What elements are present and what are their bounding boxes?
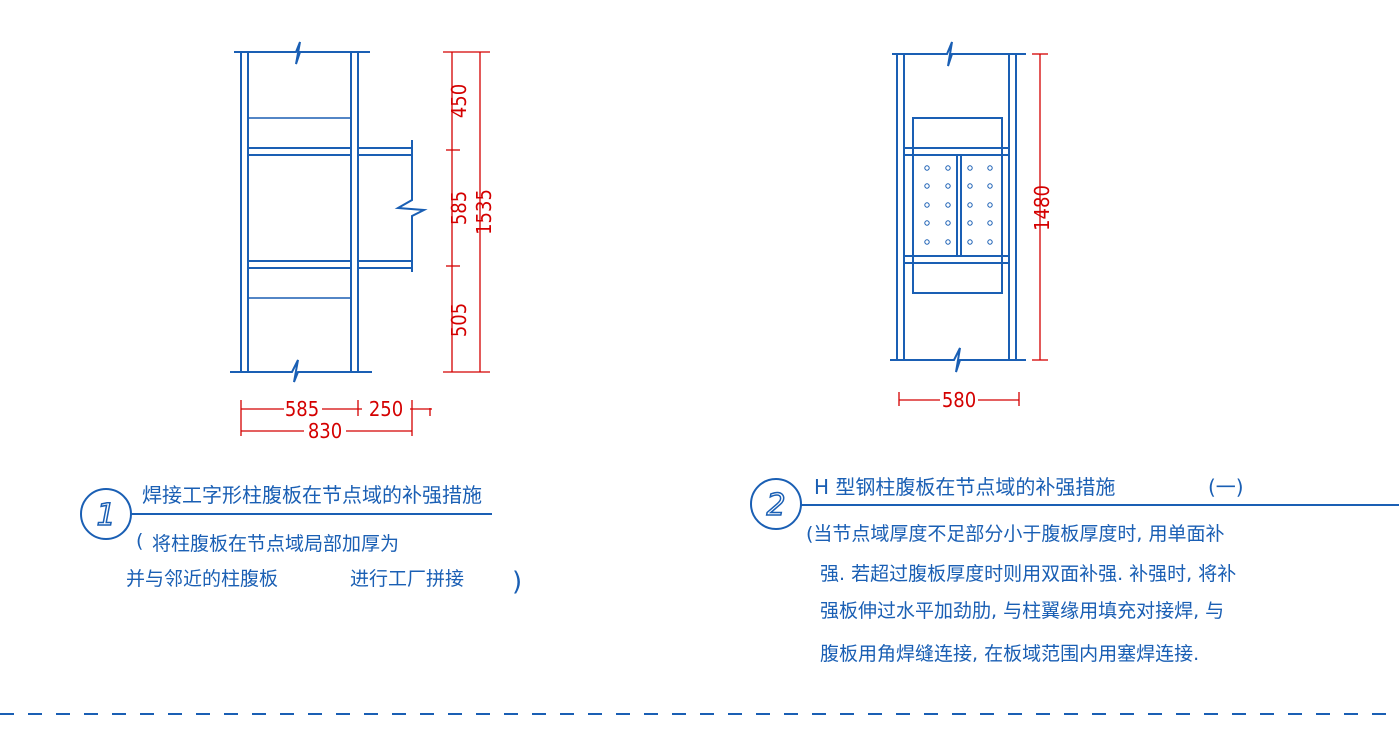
top-break-line-2 xyxy=(892,41,1026,67)
dim-580: 580 xyxy=(942,388,976,412)
detail-2-note: 2 H 型钢柱腹板在节点域的补强措施 (一) (当节点域厚度不足部分小于腹板厚度… xyxy=(750,475,1399,665)
plug-weld xyxy=(945,202,951,208)
top-break-line xyxy=(234,41,370,65)
doubler-plate xyxy=(912,117,1003,294)
plug-weld xyxy=(987,165,993,171)
detail-2-title: H 型钢柱腹板在节点域的补强措施 xyxy=(814,475,1115,499)
detail-1-note-line-1: 将柱腹板在节点域局部加厚为 xyxy=(152,533,399,555)
beam-break-line xyxy=(394,140,428,272)
dim-585-vertical: 585 xyxy=(447,191,471,225)
plug-weld xyxy=(924,220,930,226)
plug-weld xyxy=(945,239,951,245)
plug-weld xyxy=(945,220,951,226)
plug-weld xyxy=(967,202,973,208)
plug-weld xyxy=(924,202,930,208)
plug-weld xyxy=(924,165,930,171)
detail-1-column-elevation xyxy=(230,41,428,383)
detail-1-title: 焊接工字形柱腹板在节点域的补强措施 xyxy=(142,483,482,507)
dim-1535: 1535 xyxy=(472,189,496,235)
plug-weld xyxy=(945,165,951,171)
detail-2-column-elevation xyxy=(890,41,1026,373)
bottom-break-line-2 xyxy=(890,347,1026,373)
plug-weld xyxy=(945,183,951,189)
detail-2-dimensions: 1480 580 xyxy=(898,53,1054,412)
detail-1-note-line-2a: 并与邻近的柱腹板 xyxy=(126,568,278,590)
dim-450: 450 xyxy=(447,84,471,118)
plug-weld xyxy=(967,165,973,171)
detail-1-note-line-2b: 进行工厂拼接 xyxy=(350,568,464,590)
detail-2-note-line-1: (当节点域厚度不足部分小于腹板厚度时, 用单面补 xyxy=(806,523,1225,545)
dim-505: 505 xyxy=(447,303,471,337)
plug-weld xyxy=(924,183,930,189)
plug-weld xyxy=(987,220,993,226)
plug-weld xyxy=(967,239,973,245)
plug-weld xyxy=(987,239,993,245)
dim-1480: 1480 xyxy=(1030,185,1054,231)
plug-weld xyxy=(924,239,930,245)
detail-1-close-paren: ) xyxy=(512,567,522,597)
plug-weld xyxy=(967,183,973,189)
bottom-break-line xyxy=(230,359,372,383)
plug-weld xyxy=(987,202,993,208)
detail-1-note: 1 焊接工字形柱腹板在节点域的补强措施 ( 将柱腹板在节点域局部加厚为 并与邻近… xyxy=(80,483,522,597)
detail-2-number: 2 xyxy=(766,488,785,523)
detail-2-note-line-2: 强. 若超过腹板厚度时则用双面补强. 补强时, 将补 xyxy=(820,563,1236,585)
detail-2-note-line-3: 强板伸过水平加劲肋, 与柱翼缘用填充对接焊, 与 xyxy=(820,600,1224,622)
plug-weld xyxy=(987,183,993,189)
plug-weld xyxy=(967,220,973,226)
detail-1-open-paren: ( xyxy=(136,530,143,552)
dim-585-horizontal: 585 xyxy=(285,397,319,421)
detail-2-note-line-4: 腹板用角焊缝连接, 在板域范围内用塞焊连接. xyxy=(820,643,1199,665)
detail-1-number: 1 xyxy=(96,498,115,533)
plug-weld-holes xyxy=(924,165,993,245)
dim-830: 830 xyxy=(308,419,342,443)
detail-2-tag: (一) xyxy=(1208,475,1244,499)
detail-1-dimensions: 450 585 1535 505 585 250 830 xyxy=(240,51,496,443)
dim-250: 250 xyxy=(369,397,403,421)
